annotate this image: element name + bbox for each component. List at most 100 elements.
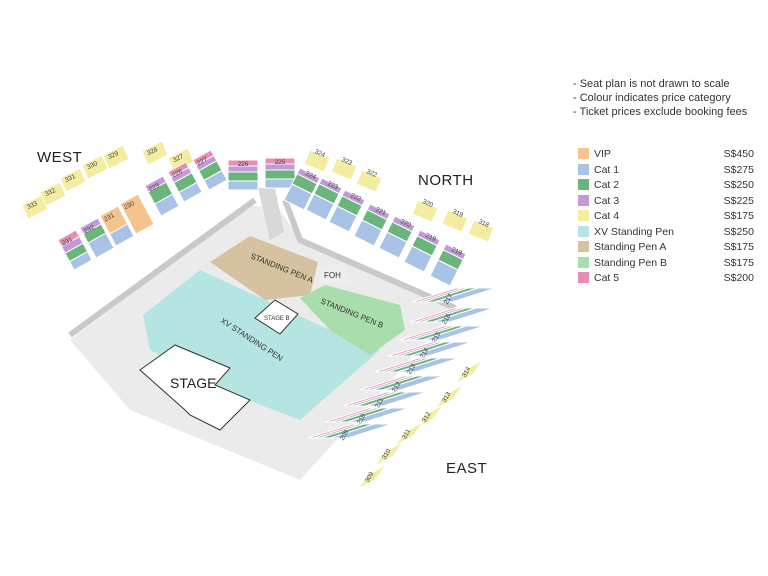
section-block[interactable] xyxy=(467,219,495,243)
legend-name: Standing Pen A xyxy=(594,241,667,253)
section-label: 333 xyxy=(26,200,39,211)
walkway-west xyxy=(68,197,257,338)
legend-price: S$250 xyxy=(723,179,754,191)
section-block[interactable] xyxy=(355,169,383,193)
legend-price: S$275 xyxy=(723,163,754,176)
legend-swatch xyxy=(578,210,589,221)
note-fees: - Ticket prices exclude booking fees xyxy=(573,106,748,118)
section-block[interactable] xyxy=(87,232,115,259)
section-label: 217 xyxy=(443,292,455,305)
section-label: 230 xyxy=(123,200,136,211)
legend-swatch xyxy=(578,241,589,252)
section-block[interactable] xyxy=(178,181,203,203)
legend-swatch xyxy=(578,163,589,175)
section-label: 214 xyxy=(419,346,431,359)
section-label: 216 xyxy=(441,312,453,325)
standing-pen-b[interactable] xyxy=(300,285,405,355)
section-block[interactable] xyxy=(108,223,135,247)
section-block[interactable] xyxy=(353,219,383,247)
legend-name: Cat 2 xyxy=(594,179,620,191)
notes: - Seat plan is not drawn to scale - Colo… xyxy=(573,77,747,119)
legend-name: Cat 3 xyxy=(594,194,620,207)
legend-price: S$175 xyxy=(723,256,754,269)
section-block[interactable] xyxy=(378,231,408,259)
section-label: 212 xyxy=(391,380,403,393)
stage[interactable] xyxy=(139,344,251,431)
section-block[interactable] xyxy=(227,171,259,182)
stage-b-label: STAGE B xyxy=(264,316,290,322)
section-label: 227 xyxy=(196,156,209,167)
section-label: 320 xyxy=(421,198,434,209)
standing-pen-a[interactable] xyxy=(210,236,318,300)
section-block[interactable] xyxy=(342,391,394,407)
section-block[interactable] xyxy=(399,325,451,341)
section-label: 327 xyxy=(172,153,185,164)
west-label: WEST xyxy=(37,149,82,166)
section-block[interactable] xyxy=(429,259,459,287)
section-block[interactable] xyxy=(328,205,358,233)
section-block[interactable] xyxy=(59,167,87,193)
section-block[interactable] xyxy=(394,421,424,447)
stage-b[interactable] xyxy=(254,299,299,335)
section-block[interactable] xyxy=(68,250,93,271)
section-block[interactable] xyxy=(409,307,461,323)
section-block[interactable] xyxy=(303,149,331,173)
legend-swatch xyxy=(578,179,589,190)
section-label: 231 xyxy=(103,212,116,223)
section-block[interactable] xyxy=(264,169,296,180)
section-label: 314 xyxy=(461,365,473,378)
section-block[interactable] xyxy=(21,194,49,220)
section-label: 318 xyxy=(477,218,490,229)
section-label: 213 xyxy=(406,362,418,375)
section-block[interactable] xyxy=(374,441,404,467)
legend-name: Cat 5 xyxy=(594,272,620,284)
section-block[interactable] xyxy=(81,154,109,180)
section-block[interactable] xyxy=(119,193,155,235)
section-block[interactable] xyxy=(403,245,433,273)
section-block[interactable] xyxy=(307,423,359,439)
section-block[interactable] xyxy=(305,193,335,221)
section-label: 210 xyxy=(356,412,368,425)
section-block[interactable] xyxy=(454,359,484,385)
legend-name: Cat 4 xyxy=(594,210,620,222)
xv-standing-pen[interactable] xyxy=(143,270,380,420)
legend-price: S$175 xyxy=(723,241,754,253)
section-block[interactable] xyxy=(153,193,180,217)
section-block[interactable] xyxy=(39,181,67,207)
section-label: 224 xyxy=(304,170,317,181)
section-block[interactable] xyxy=(434,384,464,410)
section-block[interactable] xyxy=(411,287,463,303)
section-block[interactable] xyxy=(411,199,439,223)
section-block[interactable] xyxy=(359,375,411,391)
section-label: 232 xyxy=(83,224,96,235)
section-label: 313 xyxy=(441,390,453,403)
section-block[interactable] xyxy=(441,209,469,233)
section-label: 330 xyxy=(86,160,99,171)
legend-swatch xyxy=(578,272,589,283)
section-label: 225 xyxy=(275,159,286,166)
section-block[interactable] xyxy=(330,157,358,181)
section-block[interactable] xyxy=(102,144,130,170)
section-block[interactable] xyxy=(203,169,228,191)
legend-price: S$450 xyxy=(723,148,754,160)
legend-swatch xyxy=(578,256,589,268)
section-label: 319 xyxy=(451,208,464,219)
section-block[interactable] xyxy=(324,407,376,423)
section-block[interactable] xyxy=(357,464,387,490)
legend-swatch xyxy=(578,225,589,237)
section-block[interactable] xyxy=(387,341,439,357)
legend-row-pen-a: Standing Pen A S$175 xyxy=(578,241,754,257)
section-block[interactable] xyxy=(141,140,169,166)
section-label: 324 xyxy=(313,148,326,159)
section-label: 231 xyxy=(61,236,74,247)
section-block[interactable] xyxy=(227,180,259,191)
section-label: 329 xyxy=(107,150,120,161)
section-label: 331 xyxy=(64,173,77,184)
section-label: 312 xyxy=(421,410,433,423)
section-block[interactable] xyxy=(283,183,313,211)
section-block[interactable] xyxy=(374,357,426,373)
